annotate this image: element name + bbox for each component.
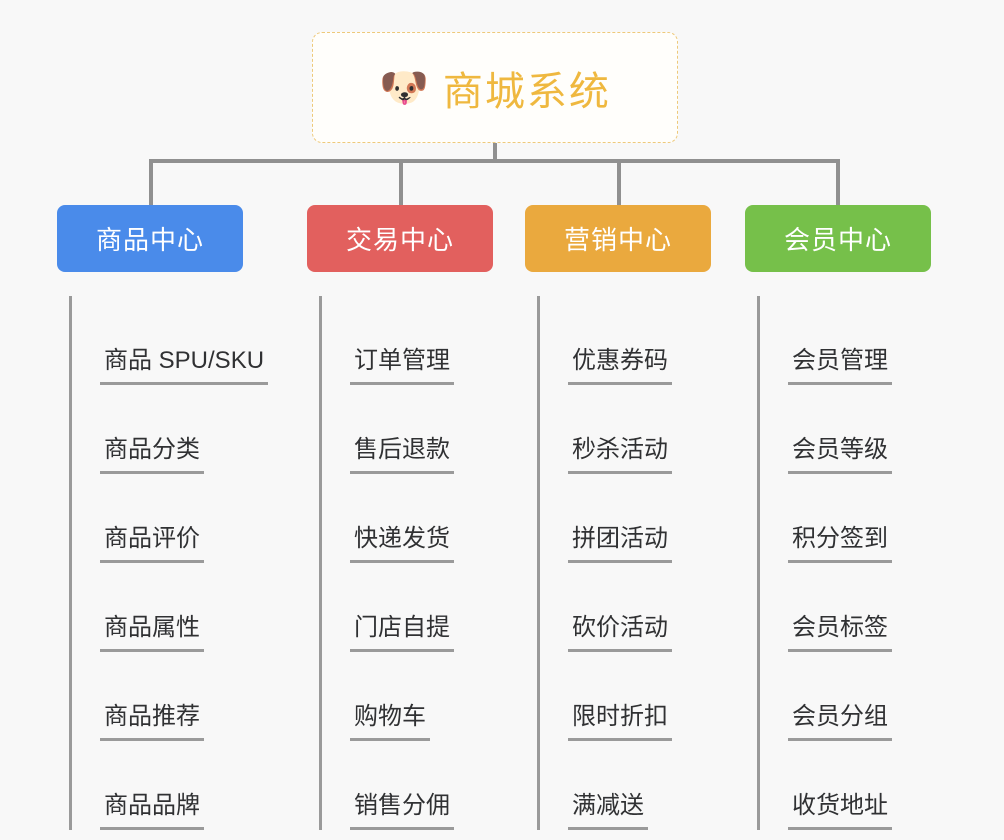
list-item[interactable]: 商品评价 (72, 474, 243, 563)
connector-root-stem (493, 143, 497, 163)
list-item-label: 收货地址 (788, 792, 892, 830)
connector-drop-3 (617, 159, 621, 207)
branch-column-product-center: 商品中心 商品 SPU/SKU 商品分类 商品评价 商品属性 商品推荐 商品品牌 (57, 205, 269, 830)
branch-header-trade-center[interactable]: 交易中心 (307, 205, 493, 272)
list-item-label: 秒杀活动 (568, 436, 672, 474)
list-item[interactable]: 售后退款 (322, 385, 493, 474)
list-item[interactable]: 收货地址 (760, 741, 931, 830)
list-item[interactable]: 优惠券码 (540, 296, 711, 385)
list-item[interactable]: 商品 SPU/SKU (72, 296, 269, 385)
list-item-label: 销售分佣 (350, 792, 454, 830)
branch-children-member-center: 会员管理 会员等级 积分签到 会员标签 会员分组 收货地址 (757, 296, 931, 830)
list-item[interactable]: 会员等级 (760, 385, 931, 474)
list-item[interactable]: 商品推荐 (72, 652, 243, 741)
branch-column-member-center: 会员中心 会员管理 会员等级 积分签到 会员标签 会员分组 收货地址 (745, 205, 931, 830)
list-item-label: 售后退款 (350, 436, 454, 474)
list-item-label: 订单管理 (350, 347, 454, 385)
branch-children-trade-center: 订单管理 售后退款 快递发货 门店自提 购物车 销售分佣 (319, 296, 493, 830)
list-item-label: 商品评价 (100, 525, 204, 563)
branch-children-marketing-center: 优惠券码 秒杀活动 拼团活动 砍价活动 限时折扣 满减送 (537, 296, 711, 830)
list-item[interactable]: 会员管理 (760, 296, 931, 385)
connector-drop-4 (836, 159, 840, 207)
list-item-label: 限时折扣 (568, 703, 672, 741)
connector-horizontal-bus (149, 159, 840, 163)
list-item[interactable]: 会员分组 (760, 652, 931, 741)
branch-label: 交易中心 (345, 225, 454, 255)
list-item-label: 积分签到 (788, 525, 892, 563)
branch-column-trade-center: 交易中心 订单管理 售后退款 快递发货 门店自提 购物车 销售分佣 (307, 205, 493, 830)
branch-label: 商品中心 (95, 225, 204, 255)
branch-label: 会员中心 (783, 225, 892, 255)
list-item-label: 满减送 (568, 792, 648, 830)
list-item-label: 优惠券码 (568, 347, 672, 385)
list-item-label: 商品 SPU/SKU (100, 347, 269, 385)
list-item-label: 商品属性 (100, 614, 204, 652)
list-item[interactable]: 订单管理 (322, 296, 493, 385)
root-node[interactable]: 🐶 商城系统 (312, 32, 678, 143)
branch-label: 营销中心 (563, 225, 672, 255)
list-item-label: 门店自提 (350, 614, 454, 652)
list-item[interactable]: 会员标签 (760, 563, 931, 652)
list-item-label: 购物车 (350, 703, 430, 741)
list-item-label: 会员标签 (788, 614, 892, 652)
branch-column-marketing-center: 营销中心 优惠券码 秒杀活动 拼团活动 砍价活动 限时折扣 满减送 (525, 205, 711, 830)
connector-drop-2 (399, 159, 403, 207)
dog-face-icon: 🐶 (379, 65, 429, 110)
list-item[interactable]: 商品分类 (72, 385, 243, 474)
list-item[interactable]: 秒杀活动 (540, 385, 711, 474)
branch-header-member-center[interactable]: 会员中心 (745, 205, 931, 272)
list-item-label: 快递发货 (350, 525, 454, 563)
list-item-label: 商品推荐 (100, 703, 204, 741)
list-item[interactable]: 限时折扣 (540, 652, 711, 741)
branch-header-marketing-center[interactable]: 营销中心 (525, 205, 711, 272)
list-item-label: 拼团活动 (568, 525, 672, 563)
list-item[interactable]: 商品品牌 (72, 741, 243, 830)
branch-children-product-center: 商品 SPU/SKU 商品分类 商品评价 商品属性 商品推荐 商品品牌 (69, 296, 269, 830)
list-item-label: 商品品牌 (100, 792, 204, 830)
branch-header-product-center[interactable]: 商品中心 (57, 205, 243, 272)
list-item[interactable]: 门店自提 (322, 563, 493, 652)
list-item[interactable]: 销售分佣 (322, 741, 493, 830)
list-item[interactable]: 商品属性 (72, 563, 243, 652)
list-item[interactable]: 砍价活动 (540, 563, 711, 652)
list-item-label: 会员管理 (788, 347, 892, 385)
list-item-label: 会员等级 (788, 436, 892, 474)
list-item[interactable]: 满减送 (540, 741, 711, 830)
list-item-label: 会员分组 (788, 703, 892, 741)
root-title: 商城系统 (442, 69, 611, 114)
list-item[interactable]: 快递发货 (322, 474, 493, 563)
connector-drop-1 (149, 159, 153, 207)
list-item[interactable]: 积分签到 (760, 474, 931, 563)
list-item[interactable]: 拼团活动 (540, 474, 711, 563)
list-item-label: 砍价活动 (568, 614, 672, 652)
list-item[interactable]: 购物车 (322, 652, 493, 741)
list-item-label: 商品分类 (100, 436, 204, 474)
